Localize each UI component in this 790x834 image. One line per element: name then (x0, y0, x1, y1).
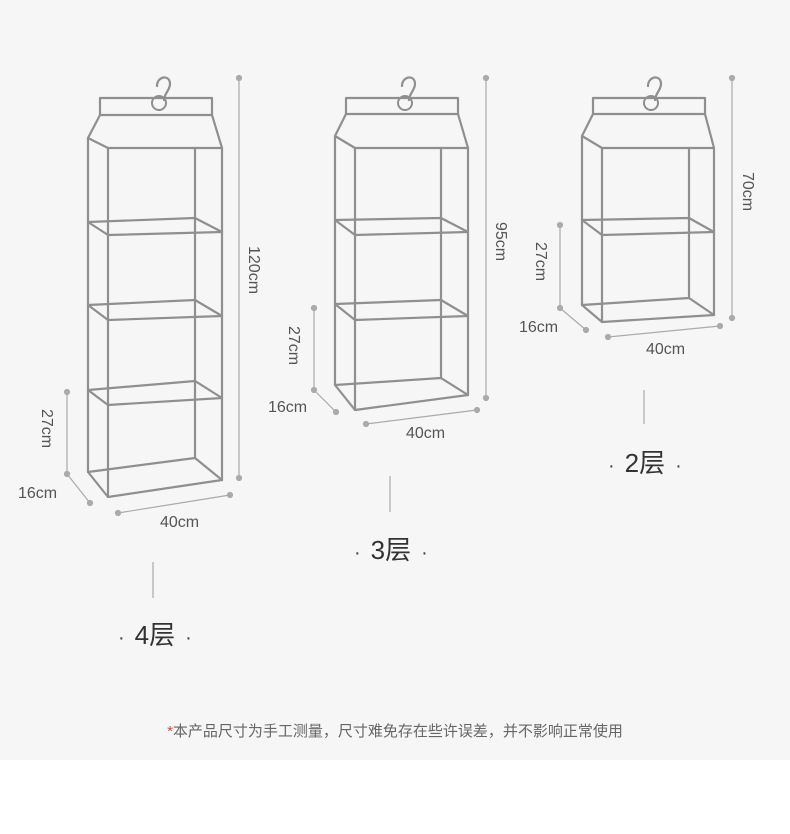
header-board-3-layer (344, 96, 460, 116)
organizer-3-layer (333, 76, 470, 412)
bullet-dot: · (354, 542, 361, 564)
bullet-dot: · (608, 455, 615, 477)
shelf-height-label-2-layer: 27cm (532, 242, 549, 282)
hook-ring-4-layer (151, 95, 167, 111)
hook-ring-3-layer (397, 95, 413, 111)
organizer-4-layer (86, 76, 224, 499)
shelf-2-2-layer (580, 296, 716, 324)
dimension-lines-3-layer (310, 74, 490, 512)
hook-2-layer (646, 76, 663, 102)
shelf-3-4-layer (86, 379, 224, 407)
depth-label-4-layer: 16cm (18, 485, 58, 502)
header-board-4-layer (98, 96, 214, 117)
layer-label-3-layer: ·3层· (344, 537, 438, 563)
shelf-2-4-layer (86, 298, 224, 322)
height-label-3-layer: 95cm (492, 222, 509, 262)
organizer-diagram (63, 74, 736, 598)
depth-label-3-layer: 16cm (268, 399, 308, 416)
depth-label-2-layer: 16cm (519, 319, 559, 336)
bullet-dot: · (118, 627, 125, 649)
hook-3-layer (400, 76, 417, 102)
dimension-lines-4-layer (63, 74, 243, 598)
organizer-2-layer (580, 76, 716, 324)
bullet-dot: · (185, 627, 192, 649)
header-board-2-layer (591, 96, 707, 116)
hook-4-layer (155, 76, 172, 102)
asterisk-mark: * (167, 723, 173, 740)
width-label-3-layer: 40cm (406, 425, 446, 442)
disclaimer-text: 本产品尺寸为手工测量，尺寸难免存在些许误差，并不影响正常使用 (172, 723, 623, 740)
shelf-height-label-3-layer: 27cm (285, 326, 302, 366)
roof-2-layer (580, 112, 716, 150)
shelf-1-3-layer (333, 216, 470, 237)
bullet-dot: · (421, 542, 428, 564)
measurement-disclaimer: *本产品尺寸为手工测量，尺寸难免存在些许误差，并不影响正常使用 (0, 720, 790, 741)
shelf-4-4-layer (86, 456, 224, 499)
shelf-1-2-layer (580, 216, 716, 237)
shelf-2-3-layer (333, 298, 470, 322)
height-label-2-layer: 70cm (739, 172, 756, 212)
roof-3-layer (333, 112, 470, 150)
dimension-lines-2-layer (556, 74, 736, 424)
hook-ring-2-layer (643, 95, 659, 111)
shelf-height-label-4-layer: 27cm (38, 409, 55, 449)
shelf-1-4-layer (86, 216, 224, 237)
shelf-3-3-layer (333, 376, 470, 412)
width-label-4-layer: 40cm (160, 514, 200, 531)
bullet-dot: · (675, 455, 682, 477)
width-label-2-layer: 40cm (646, 341, 686, 358)
layer-label-4-layer: ·4层· (108, 622, 202, 648)
roof-4-layer (86, 113, 224, 150)
layer-label-2-layer: ·2层· (598, 450, 692, 476)
height-label-4-layer: 120cm (245, 246, 262, 295)
